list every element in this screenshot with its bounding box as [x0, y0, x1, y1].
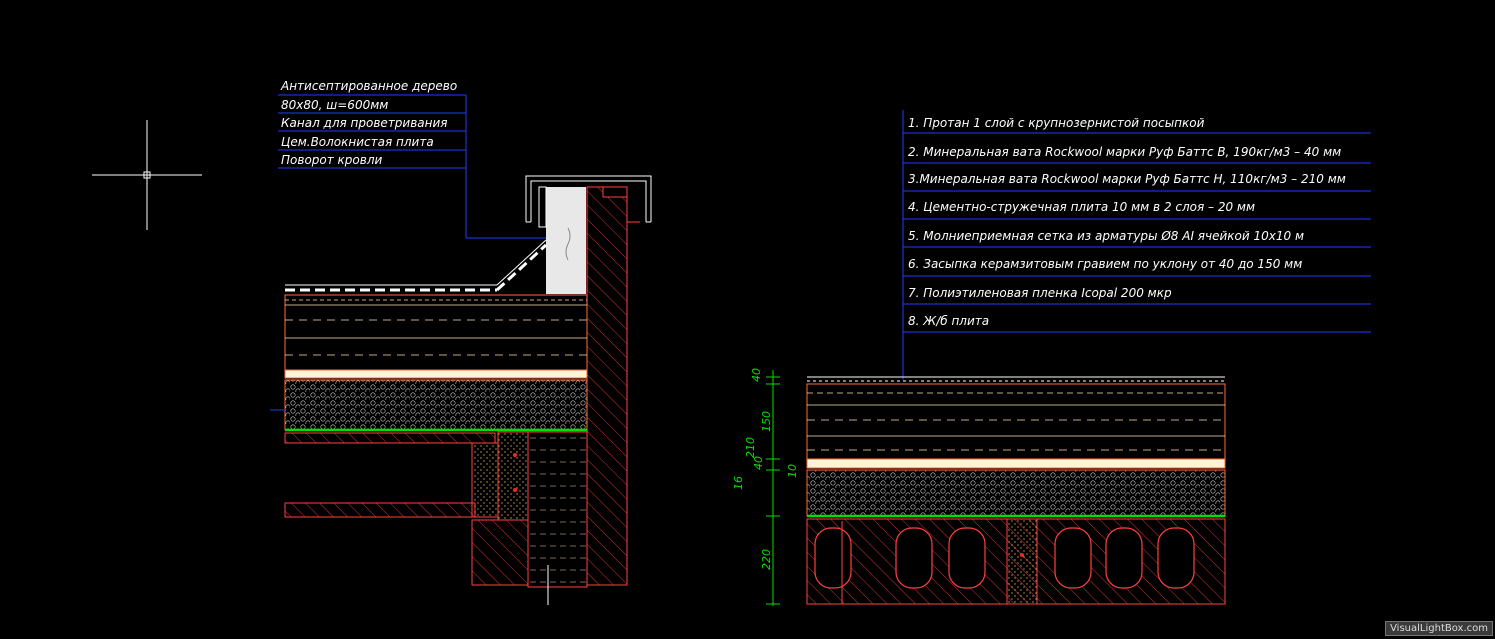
legend-item-3: 3.Минеральная вата Rockwool марки Руф Ба…	[908, 172, 1346, 186]
watermark: VisualLightBox.com	[1385, 621, 1493, 636]
crosshair-cursor	[92, 120, 202, 230]
dim-40-mid: 40	[752, 456, 765, 470]
label-fiber-cement-board: Цем.Волокнистая плита	[281, 135, 434, 149]
label-ventilation-channel: Канал для проветривания	[281, 116, 448, 130]
dim-150: 150	[760, 411, 773, 432]
dim-16: 16	[732, 476, 745, 490]
label-roof-turn: Поворот кровли	[281, 153, 382, 167]
dim-220: 220	[760, 549, 773, 570]
legend-item-4: 4. Цементно-стружечная плита 10 мм в 2 с…	[908, 200, 1255, 214]
parapet-detail: Антисептированное дерево 80х80, ш=600мм …	[270, 79, 652, 605]
legend-item-6: 6. Засыпка керамзитовым гравием по уклон…	[908, 257, 1302, 271]
layer-legend: 1. Протан 1 слой с крупнозернистой посып…	[902, 110, 1371, 380]
label-wood-size: 80х80, ш=600мм	[281, 98, 388, 112]
roof-section: 40 150 210 40 10 16 220	[732, 368, 1226, 606]
legend-item-1: 1. Протан 1 слой с крупнозернистой посып…	[908, 116, 1205, 130]
legend-item-5: 5. Молниеприемная сетка из арматуры Ø8 A…	[908, 229, 1304, 243]
label-antiseptic-wood: Антисептированное дерево	[280, 79, 457, 93]
dim-10: 10	[786, 464, 799, 478]
legend-item-7: 7. Полиэтиленовая пленка Icopal 200 мкр	[908, 286, 1172, 300]
dim-40-top: 40	[750, 368, 763, 382]
legend-item-8: 8. Ж/б плита	[908, 314, 989, 328]
dim-210: 210	[744, 437, 757, 458]
legend-item-2: 2. Минеральная вата Rockwool марки Руф Б…	[908, 145, 1341, 159]
